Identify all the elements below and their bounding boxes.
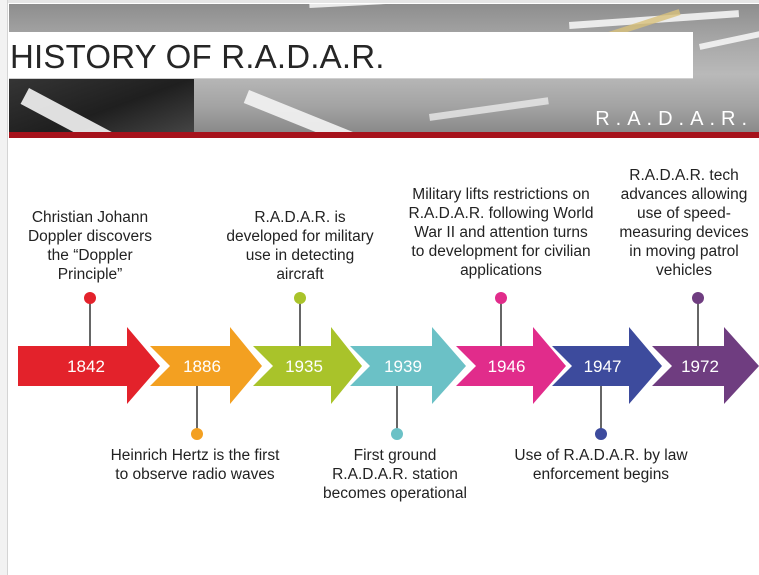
year-label-1972: 1972 bbox=[681, 357, 719, 376]
event-label-1939: First ground R.A.D.A.R. station becomes … bbox=[323, 447, 467, 502]
event-label-1935: R.A.D.A.R. is developed for military use… bbox=[226, 209, 374, 283]
timeline-arrow-1939 bbox=[350, 327, 466, 404]
timeline-arrow-1842 bbox=[18, 327, 160, 404]
year-label-1935: 1935 bbox=[285, 357, 323, 376]
year-label-1886: 1886 bbox=[183, 357, 221, 376]
event-label-1947: Use of R.A.D.A.R. by law enforcement beg… bbox=[514, 447, 688, 483]
header-banner: R.A.D.A.R. bbox=[9, 4, 759, 132]
event-label-1842: Christian Johann Doppler discovers the “… bbox=[27, 209, 153, 283]
event-label-1946: Military lifts restrictions on R.A.D.A.R… bbox=[408, 186, 594, 279]
marker-dot-1946 bbox=[495, 292, 507, 304]
timeline-arrow-1946 bbox=[456, 327, 566, 404]
marker-dot-1935 bbox=[294, 292, 306, 304]
timeline-arrow-1886 bbox=[150, 327, 262, 404]
event-label-1972: R.A.D.A.R. tech advances allowing use of… bbox=[619, 167, 749, 279]
marker-dot-1842 bbox=[84, 292, 96, 304]
page-title: HISTORY OF R.A.D.A.R. bbox=[10, 38, 385, 75]
timeline-arrow-1972 bbox=[652, 327, 759, 404]
title-box bbox=[9, 32, 693, 79]
year-label-1842: 1842 bbox=[67, 357, 105, 376]
banner-subtitle: R.A.D.A.R. bbox=[595, 108, 753, 130]
marker-dot-1939 bbox=[391, 428, 403, 440]
slide-top-edge bbox=[0, 0, 759, 3]
marker-dot-1972 bbox=[692, 292, 704, 304]
marker-dot-1947 bbox=[595, 428, 607, 440]
slide-left-edge bbox=[0, 0, 8, 575]
year-label-1947: 1947 bbox=[584, 357, 622, 376]
year-label-1939: 1939 bbox=[384, 357, 422, 376]
red-divider bbox=[9, 132, 759, 138]
timeline-arrow-1947 bbox=[552, 327, 662, 404]
marker-dot-1886 bbox=[191, 428, 203, 440]
year-label-1946: 1946 bbox=[488, 357, 526, 376]
timeline-arrow-1935 bbox=[253, 327, 362, 404]
event-label-1886: Heinrich Hertz is the first to observe r… bbox=[110, 447, 280, 483]
